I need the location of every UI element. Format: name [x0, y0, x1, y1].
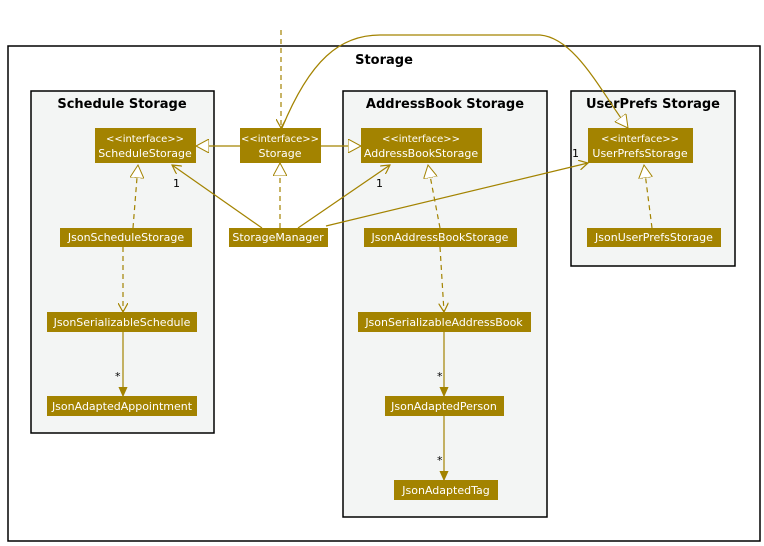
class-json-adapted-tag[interactable]: JsonAdaptedTag [394, 480, 498, 500]
storage-stereotype: <<interface>> [241, 134, 319, 145]
class-json-addressbook-storage[interactable]: JsonAddressBookStorage [364, 228, 517, 247]
relationships [123, 30, 653, 480]
class-storage-manager[interactable]: StorageManager [229, 228, 328, 247]
userprefs-storage-stereotype: <<interface>> [601, 134, 679, 145]
json-userprefs-storage-name: JsonUserPrefsStorage [594, 231, 713, 244]
multiplicity-appointment: * [115, 370, 121, 383]
multiplicity-schedule-storage: 1 [173, 177, 180, 190]
json-addressbook-uses-serializable [440, 246, 444, 312]
class-schedule-storage-interface[interactable]: <<interface>> ScheduleStorage [95, 128, 196, 163]
package-schedule-title: Schedule Storage [57, 97, 186, 112]
multiplicity-labels: 1 1 1 * * * [115, 147, 579, 467]
package-addressbook-title: AddressBook Storage [366, 97, 524, 112]
storage-manager-name: StorageManager [232, 231, 324, 244]
multiplicity-tag: * [437, 454, 443, 467]
schedule-storage-name: ScheduleStorage [98, 147, 192, 160]
userprefs-storage-name: UserPrefsStorage [592, 147, 687, 160]
storage-manager-to-userprefs-storage [325, 163, 588, 227]
json-adapted-appointment-name: JsonAdaptedAppointment [51, 400, 193, 413]
schedule-storage-stereotype: <<interface>> [106, 134, 184, 145]
class-json-userprefs-storage[interactable]: JsonUserPrefsStorage [587, 228, 721, 247]
multiplicity-addressbook-storage: 1 [376, 177, 383, 190]
json-userprefs-implements [644, 165, 653, 229]
package-userprefs-title: UserPrefs Storage [586, 97, 720, 112]
storage-extends-userprefs-storage [281, 34, 628, 128]
json-serializable-schedule-name: JsonSerializableSchedule [53, 316, 191, 329]
json-addressbook-storage-name: JsonAddressBookStorage [371, 231, 509, 244]
multiplicity-userprefs-storage: 1 [572, 147, 579, 160]
package-storage-title: Storage [355, 53, 413, 68]
class-addressbook-storage-interface[interactable]: <<interface>> AddressBookStorage [361, 128, 482, 163]
class-storage-interface[interactable]: <<interface>> Storage [240, 128, 321, 163]
json-adapted-tag-name: JsonAdaptedTag [401, 484, 489, 497]
json-schedule-implements [133, 165, 138, 229]
multiplicity-person: * [437, 370, 443, 383]
storage-manager-to-addressbook-storage [297, 165, 390, 229]
json-addressbook-implements [428, 165, 441, 229]
json-serializable-addressbook-name: JsonSerializableAddressBook [364, 316, 523, 329]
addressbook-storage-stereotype: <<interface>> [382, 134, 460, 145]
storage-manager-to-schedule-storage [172, 165, 263, 229]
json-schedule-storage-name: JsonScheduleStorage [67, 231, 184, 244]
class-json-serializable-addressbook[interactable]: JsonSerializableAddressBook [358, 312, 531, 332]
class-json-adapted-person[interactable]: JsonAdaptedPerson [385, 396, 504, 416]
class-json-adapted-appointment[interactable]: JsonAdaptedAppointment [47, 396, 197, 416]
class-json-serializable-schedule[interactable]: JsonSerializableSchedule [47, 312, 197, 332]
storage-name: Storage [258, 147, 301, 160]
addressbook-storage-name: AddressBookStorage [364, 147, 478, 160]
class-json-schedule-storage[interactable]: JsonScheduleStorage [60, 228, 192, 247]
json-adapted-person-name: JsonAdaptedPerson [390, 400, 497, 413]
class-userprefs-storage-interface[interactable]: <<interface>> UserPrefsStorage [588, 128, 693, 163]
